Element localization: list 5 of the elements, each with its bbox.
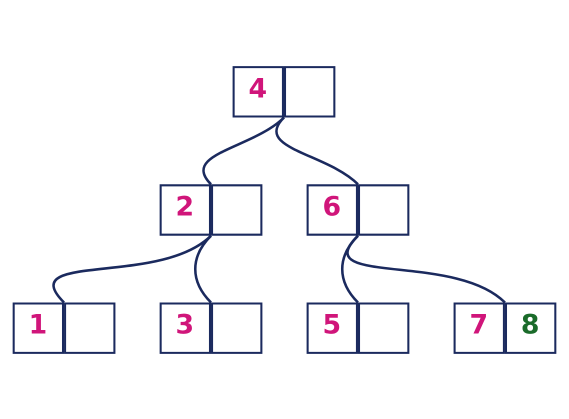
connector <box>194 234 212 303</box>
connector <box>275 116 359 185</box>
connector <box>341 234 359 303</box>
connector <box>52 234 212 303</box>
connector <box>346 234 506 304</box>
